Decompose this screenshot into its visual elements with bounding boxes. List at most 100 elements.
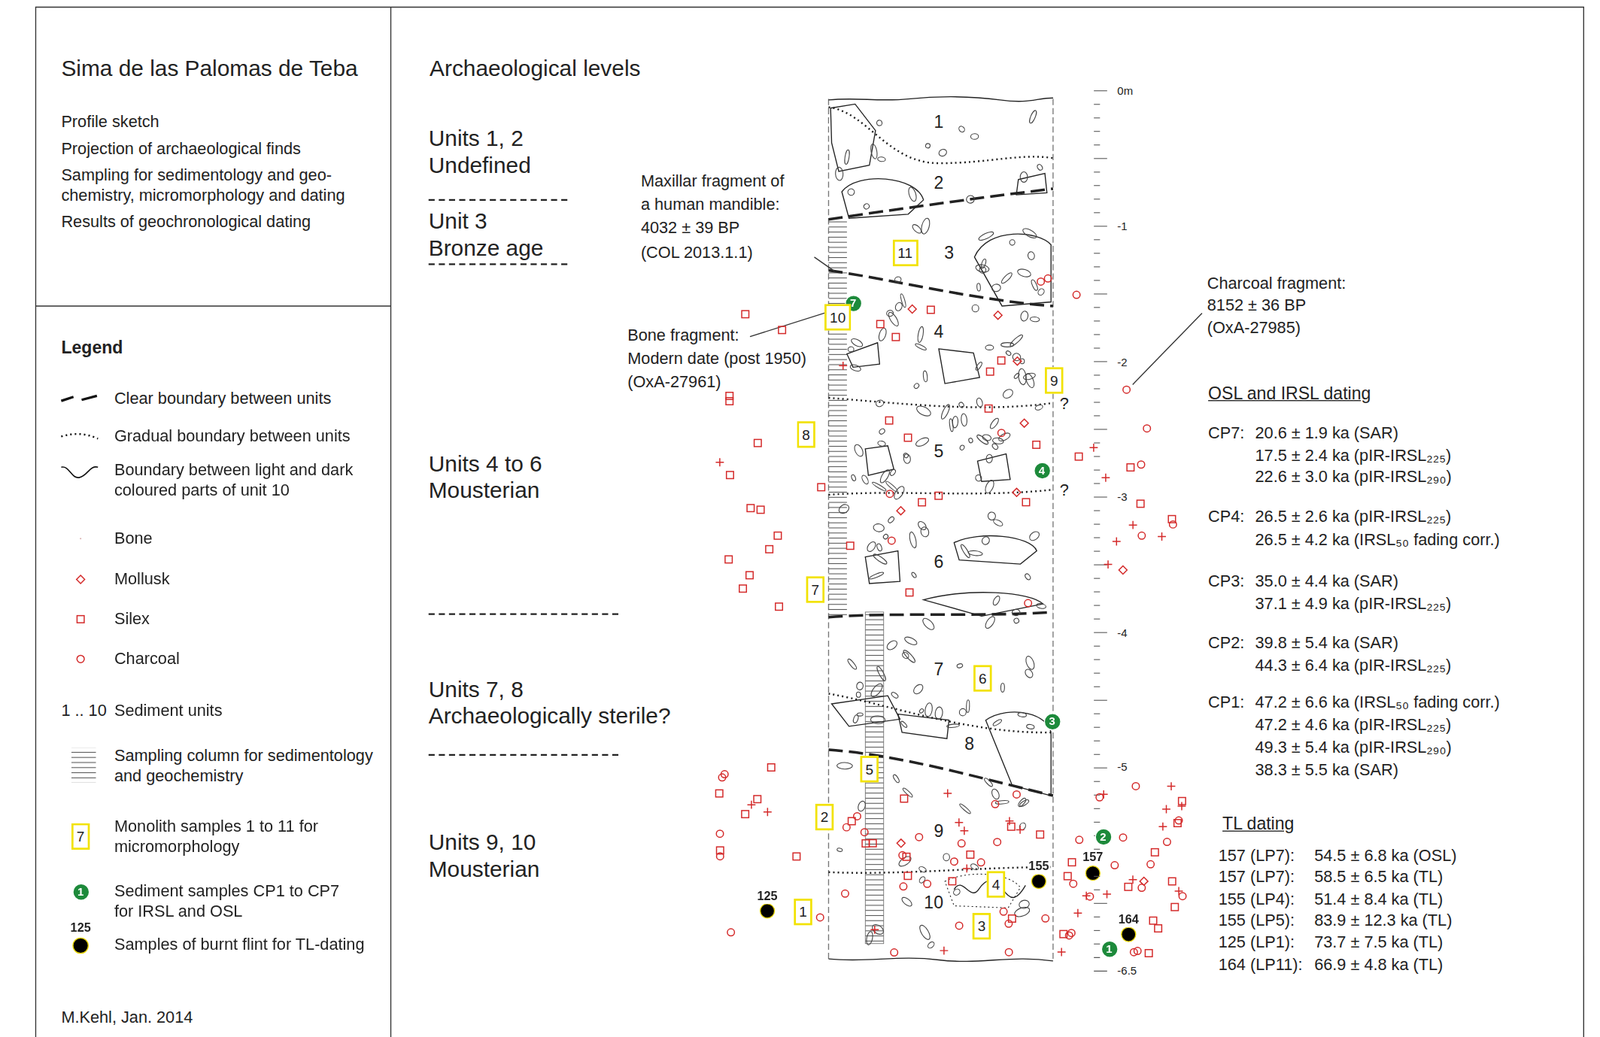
clast — [862, 203, 871, 211]
stone — [953, 536, 1037, 565]
silex-marker — [1168, 877, 1175, 885]
clast — [901, 649, 917, 665]
charcoal-marker — [860, 828, 868, 836]
unit-number: 1 — [932, 112, 945, 134]
ruler-tick — [1093, 849, 1100, 851]
level-separator — [428, 754, 621, 756]
circle-fill — [1033, 461, 1051, 479]
burnt-flint-dot — [1121, 927, 1136, 942]
circle-fill — [72, 883, 89, 901]
legend-text: Gradual boundary between units — [114, 426, 351, 447]
bone-marker — [870, 925, 879, 935]
date-note: a human mandible: — [640, 195, 781, 215]
unit-number: 10 — [922, 892, 945, 914]
dating-result: 37.1 ± 4.9 ka (pIR-IRSL₂₂₅) — [1253, 595, 1452, 614]
clast — [956, 663, 964, 669]
ruler-tick — [1093, 130, 1100, 132]
silex-marker — [817, 483, 825, 491]
gradual-boundary — [828, 693, 1053, 733]
level-label: Mousterian — [427, 856, 541, 883]
clast — [938, 148, 948, 158]
dating-result: 39.8 ± 5.4 ka (SAR) — [1253, 634, 1400, 653]
sample-number: 2 — [817, 809, 832, 826]
ruler-tick — [1093, 157, 1108, 159]
ruler-tick — [1093, 605, 1100, 607]
ruler-tick — [1093, 388, 1100, 389]
charcoal-marker — [993, 838, 1001, 846]
ruler-tick — [1093, 117, 1100, 119]
clast — [865, 931, 875, 946]
legend-text: Sediment units — [114, 701, 223, 722]
silex-marker — [725, 555, 732, 563]
charcoal-marker — [843, 823, 851, 831]
silex-marker — [877, 320, 884, 328]
clast — [1026, 724, 1035, 730]
sample-number: 157 — [1081, 850, 1105, 866]
clast — [952, 887, 962, 897]
level-label: Undefined — [427, 152, 532, 179]
ruler-tick — [1093, 482, 1100, 484]
dating-result: 26.5 ± 2.6 ka (pIR-IRSL₂₂₅) — [1253, 507, 1452, 527]
burnt-flint-sample — [72, 938, 89, 954]
charcoal-marker — [1174, 816, 1182, 824]
silex-marker — [725, 392, 733, 400]
clast — [965, 194, 976, 205]
clast — [847, 346, 854, 353]
charcoal-marker — [1163, 838, 1171, 846]
clast — [988, 417, 1000, 431]
ruler-tick — [1093, 903, 1108, 905]
monolith-sample-box: 3 — [972, 913, 991, 940]
dating-result: 73.7 ± 7.5 ka (TL) — [1313, 933, 1445, 953]
bone-marker — [1089, 443, 1098, 453]
bone-marker — [954, 818, 963, 827]
silex-marker — [726, 471, 734, 479]
silex-marker — [774, 532, 781, 540]
ruler-tick — [1093, 266, 1100, 268]
depth-label: -6.5 — [1116, 965, 1138, 978]
level-label: Units 1, 2 — [427, 125, 525, 152]
dating-result: TL dating — [1221, 814, 1296, 835]
clast — [837, 762, 854, 770]
dating-result: 51.4 ± 8.4 ka (TL) — [1313, 890, 1445, 910]
clast — [1017, 712, 1027, 718]
level-label: Units 7, 8 — [427, 677, 525, 703]
charcoal-marker — [1024, 599, 1032, 607]
ruler-tick — [1093, 470, 1100, 471]
charcoal-marker — [1123, 385, 1130, 393]
sample-number: 3 — [1043, 715, 1061, 728]
level-label: Archaeologically sterile? — [427, 703, 672, 729]
sediment-sample-circle: 4 — [1032, 461, 1051, 480]
dating-result: 58.5 ± 6.5 ka (TL) — [1313, 868, 1445, 887]
dating-result: 157 (LP7): — [1217, 847, 1296, 866]
clast — [970, 133, 979, 140]
query-mark: ? — [1058, 481, 1070, 501]
clast — [1000, 271, 1015, 286]
silex-marker — [746, 571, 753, 579]
silex-marker — [746, 504, 754, 512]
silex-marker — [902, 853, 910, 861]
ruler-tick — [1093, 700, 1108, 702]
dating-result: 35.0 ± 4.4 ka (SAR) — [1253, 572, 1400, 592]
charcoal-marker — [1065, 932, 1072, 939]
silex-marker — [1154, 925, 1162, 933]
mollusk-marker — [1013, 357, 1022, 366]
clast — [979, 266, 987, 274]
depth-label: -5 — [1116, 761, 1129, 775]
clast — [900, 895, 914, 908]
clast — [1009, 239, 1015, 246]
ruler-tick — [1093, 252, 1100, 254]
dating-result: 47.2 ± 4.6 ka (pIR-IRSL₂₂₅) — [1253, 716, 1452, 735]
charcoal-marker — [1004, 948, 1012, 956]
clast — [1029, 316, 1040, 322]
date-note: 4032 ± 39 BP — [640, 218, 741, 238]
clast — [946, 723, 960, 729]
clast — [868, 682, 884, 699]
clast — [1004, 350, 1012, 357]
column-edge — [1052, 99, 1054, 962]
clast — [914, 403, 933, 419]
clast — [836, 847, 843, 853]
clast — [1008, 333, 1024, 349]
clast — [925, 142, 931, 149]
bone-marker — [838, 361, 848, 371]
clast — [914, 343, 927, 352]
